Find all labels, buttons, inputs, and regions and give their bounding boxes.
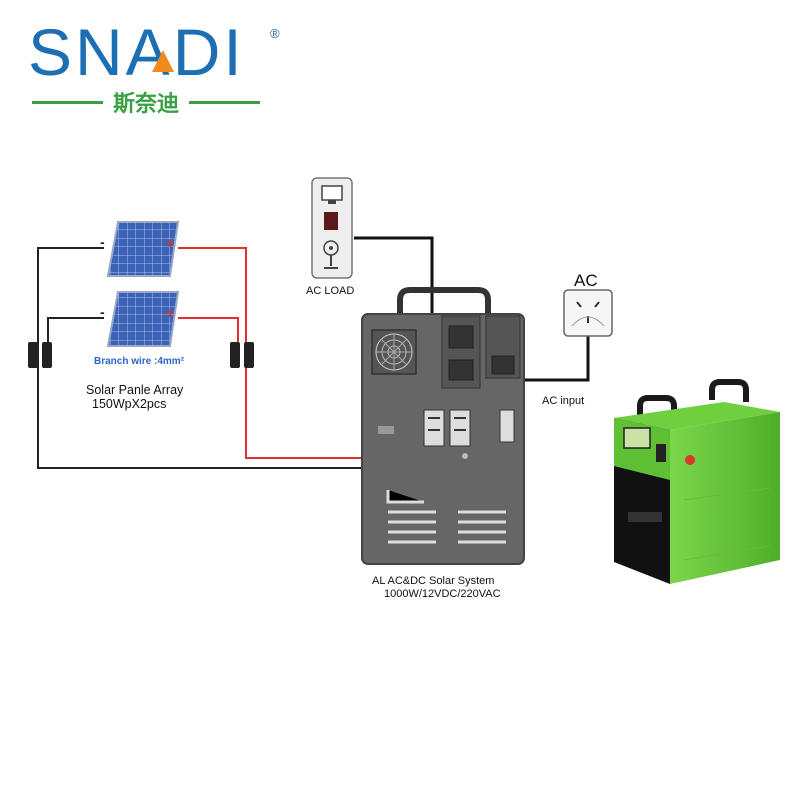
vent-slots [386, 490, 506, 544]
ac-load-label: AC LOAD [306, 285, 354, 297]
panel-top-glass [106, 221, 180, 277]
cooling-fan-icon [371, 329, 417, 375]
panel-bottom-minus: - [100, 304, 105, 320]
panel-top-plus: + [166, 235, 174, 251]
logo-chinese-name: 斯奈迪 [32, 88, 261, 117]
pos-wire-bottom [178, 317, 239, 344]
outlet-slot-left [576, 301, 582, 308]
mc4-left-2 [42, 342, 52, 368]
neg-wire-bottom [47, 317, 104, 344]
panel-bottom-plus: + [166, 305, 174, 321]
array-title: Solar Panle Array [86, 383, 184, 397]
logo-a-accent [152, 50, 174, 72]
inverter-unit [361, 287, 525, 565]
outlet-slot-right [594, 301, 600, 308]
panel-plate-1 [378, 426, 394, 434]
product-lcd [623, 427, 651, 449]
outlet-plate [563, 289, 613, 337]
pv-terminals [423, 409, 445, 447]
logo-chinese-text: 斯奈迪 [113, 92, 180, 117]
mc4-right-2 [244, 342, 254, 368]
mc4-connectors [28, 342, 254, 368]
product-switch [685, 455, 695, 465]
monitor-stand-icon [328, 200, 336, 204]
product-label [628, 512, 662, 522]
branch-wire-label: Branch wire :4mm² [94, 356, 185, 367]
ac-load-wire [354, 236, 434, 338]
product-top [614, 402, 780, 430]
logo-divider-left [32, 100, 103, 104]
product-handle-left [637, 395, 677, 418]
ac-output-socket-2 [448, 359, 474, 381]
mc4-left-1 [28, 342, 38, 368]
registered-mark: ® [270, 26, 280, 41]
ac-label: AC [574, 271, 598, 290]
ac-load-device [311, 177, 353, 279]
solar-panel-top [106, 221, 180, 277]
system-spec: 1000W/12VDC/220VAC [384, 588, 501, 600]
screw-icon [462, 453, 468, 459]
ac-input-socket [491, 355, 515, 375]
solar-panel-bottom [106, 291, 180, 347]
ac-input-label: AC input [542, 395, 584, 407]
logo-letters: SNADI [28, 15, 245, 89]
ac-outlet [563, 289, 613, 337]
product-side [670, 412, 780, 584]
product-unit-photo [614, 379, 780, 584]
battery-terminals [449, 409, 471, 447]
monitor-icon [321, 185, 343, 201]
inverter-handle [397, 287, 491, 316]
logo-divider-right [189, 100, 261, 104]
logo-wordmark: SNADI [28, 14, 245, 90]
panel-top-minus: - [100, 234, 105, 250]
mc4-right-1 [230, 342, 240, 368]
battery-switch [499, 409, 515, 443]
ac-output-socket-1 [448, 325, 474, 349]
product-handle-right [709, 379, 749, 402]
indicator-icon [324, 212, 338, 230]
array-spec: 150WpX2pcs [92, 397, 166, 411]
system-name: AL AC&DC Solar System [372, 575, 494, 587]
panel-bottom-glass [106, 291, 180, 347]
